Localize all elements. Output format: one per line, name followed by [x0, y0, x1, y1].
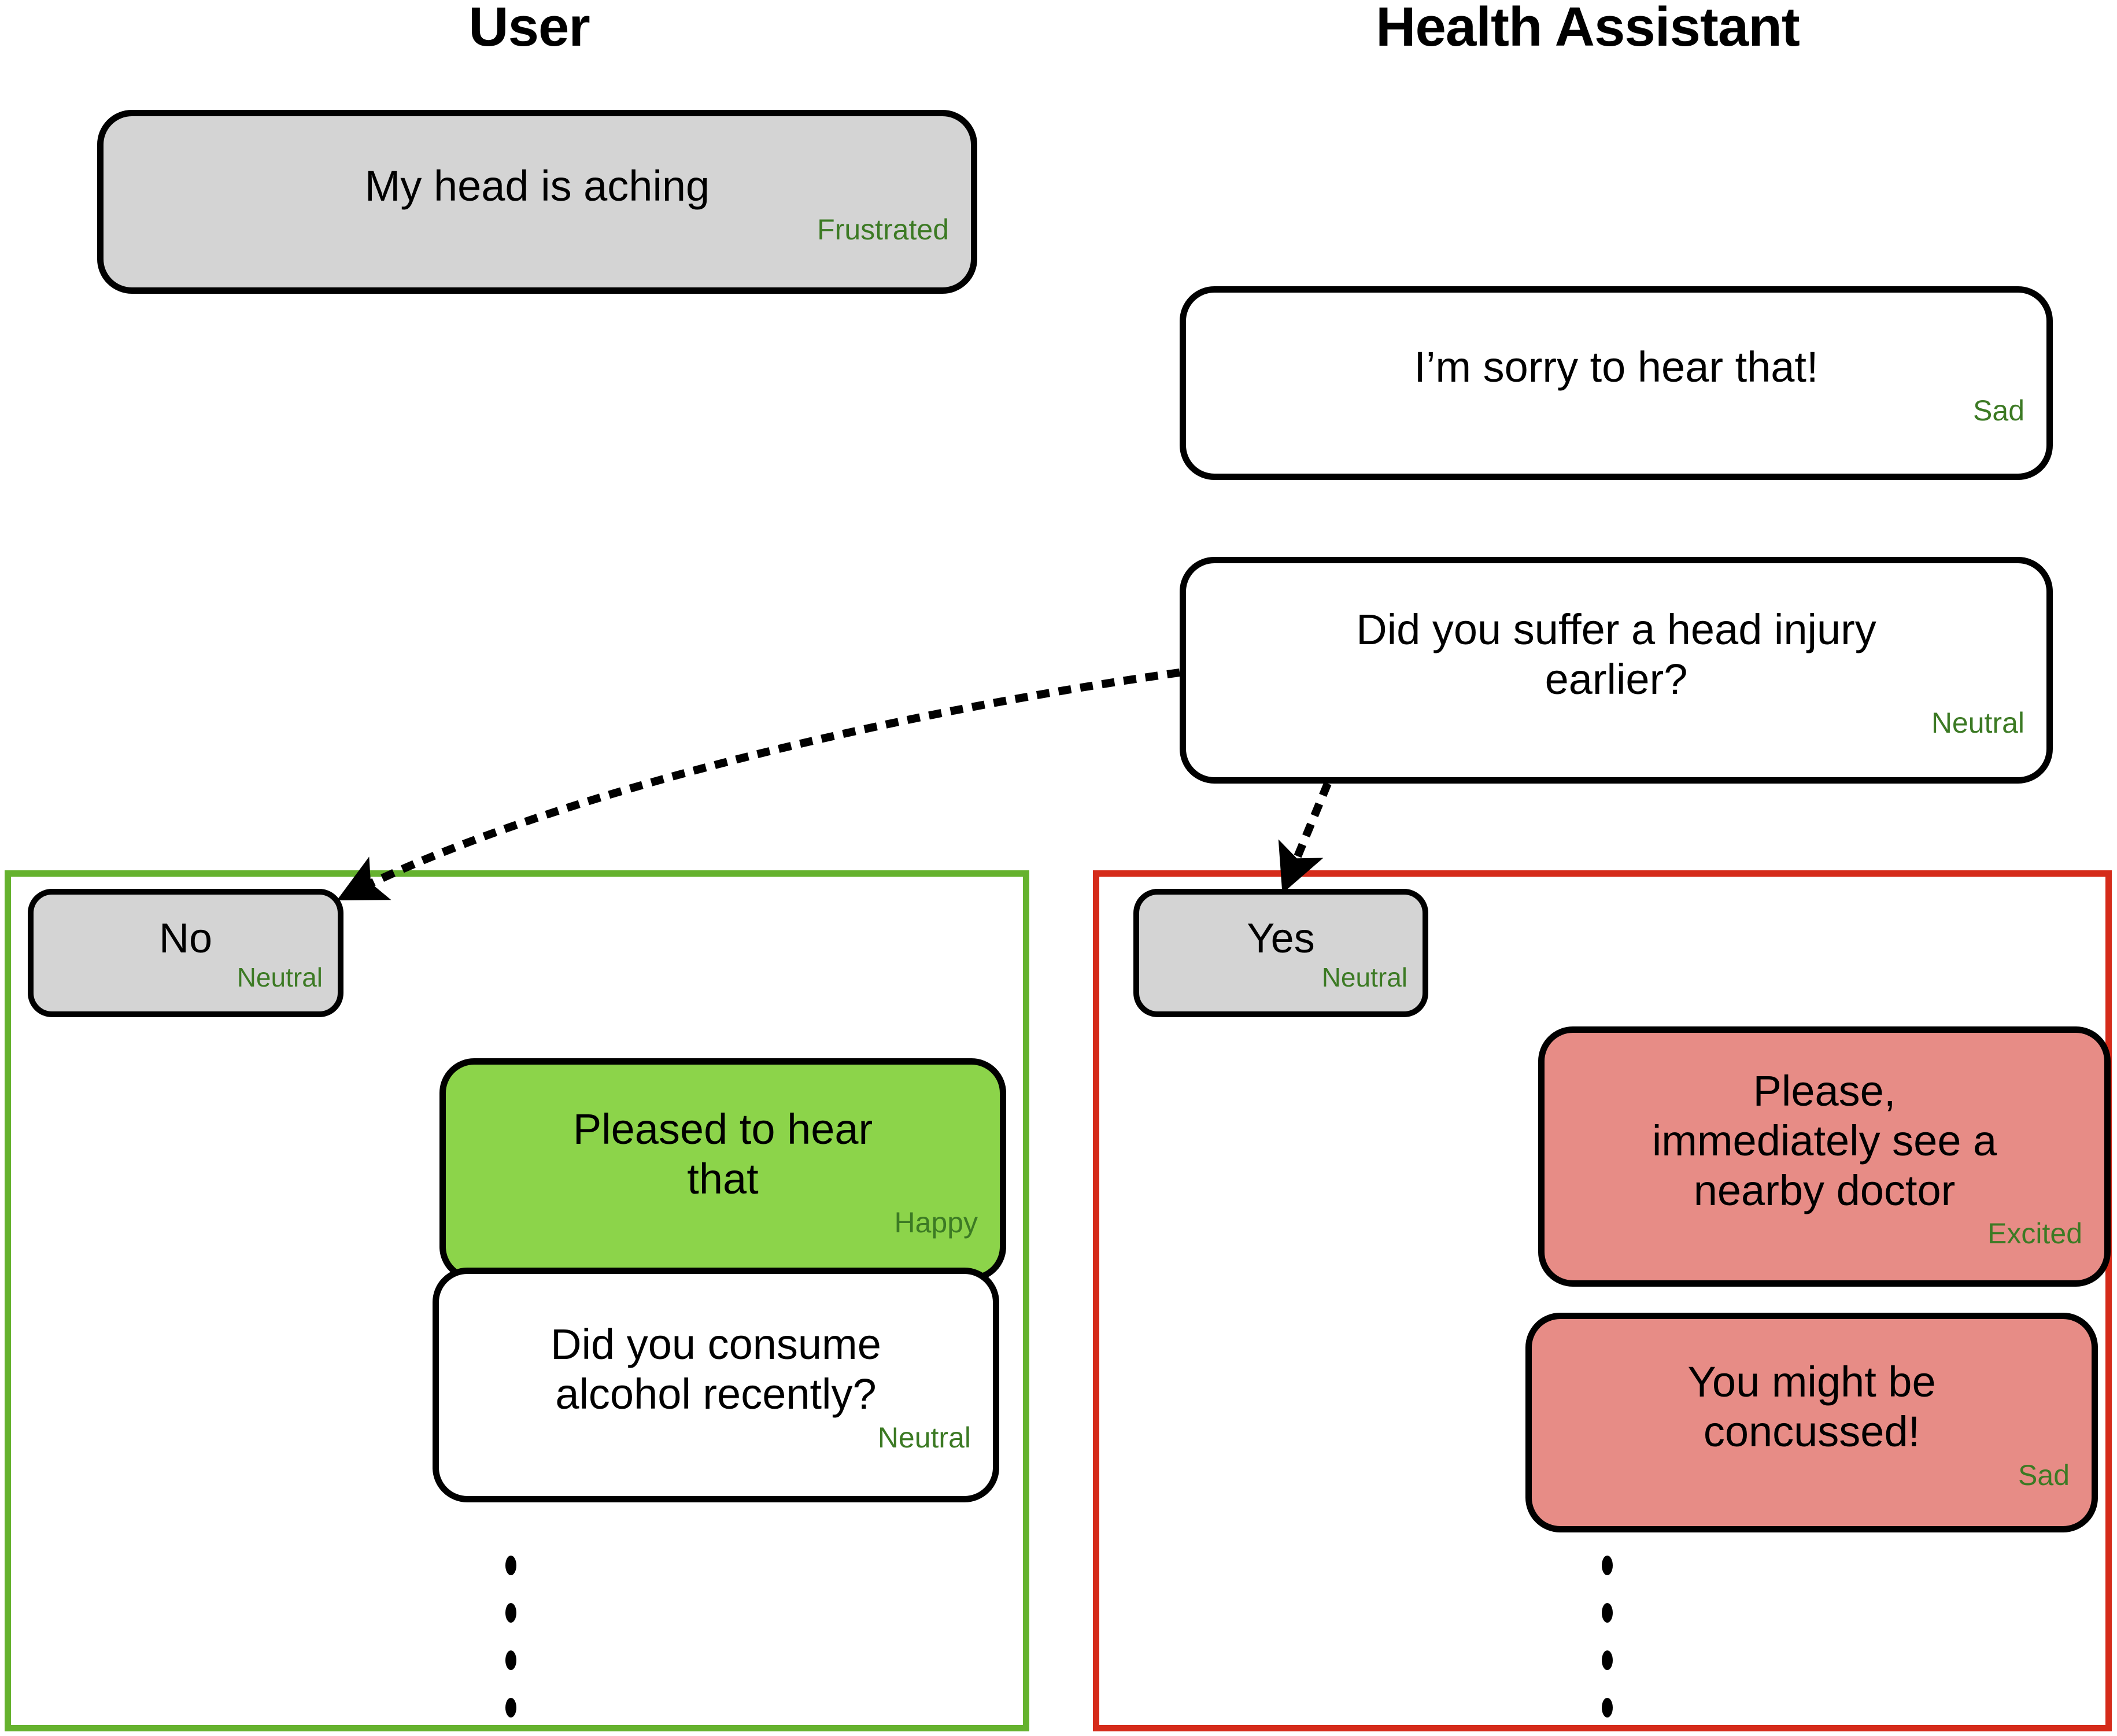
emotion-label: Frustrated: [817, 213, 949, 246]
bubble-text: Please, immediately see a nearby doctor: [1652, 1067, 1997, 1214]
emotion-label: Neutral: [237, 962, 323, 992]
bubble-text: No: [158, 915, 213, 962]
bubble-text: I’m sorry to hear that!: [1414, 343, 1819, 391]
emotion-label: Happy: [894, 1206, 978, 1239]
bubble-assistant-apology[interactable]: I’m sorry to hear that! Sad: [1180, 286, 2053, 480]
ellipsis-dot: [1602, 1556, 1613, 1575]
ellipsis-dot: [505, 1556, 516, 1575]
column-header-health-assistant: Health Assistant: [1376, 0, 1800, 58]
emotion-label: Neutral: [1931, 706, 2024, 739]
emotion-label: Sad: [1973, 394, 2024, 427]
branch-frame-yes: [1093, 870, 2112, 1731]
ellipsis-dot: [1602, 1650, 1613, 1670]
bubble-text: Did you consume alcohol recently?: [551, 1320, 881, 1418]
emotion-label: Excited: [1987, 1217, 2082, 1250]
bubble-text: Pleased to hear that: [572, 1105, 873, 1203]
arrow-to-no-branch: [337, 668, 1180, 900]
bubble-text: You might be concussed!: [1687, 1357, 1936, 1456]
bubble-text: My head is aching: [364, 161, 710, 210]
bubble-assistant-see-doctor[interactable]: Please, immediately see a nearby doctor …: [1538, 1026, 2111, 1287]
bubble-text: Yes: [1247, 915, 1315, 962]
bubble-user-opening[interactable]: My head is aching Frustrated: [97, 110, 977, 294]
bubble-assistant-head-injury-question[interactable]: Did you suffer a head injury earlier? Ne…: [1180, 557, 2053, 784]
bubble-assistant-pleased-to-hear[interactable]: Pleased to hear that Happy: [439, 1058, 1006, 1281]
bubble-user-answer-yes[interactable]: Yes Neutral: [1133, 889, 1428, 1017]
bubble-user-answer-no[interactable]: No Neutral: [28, 889, 343, 1017]
column-header-user: User: [468, 0, 590, 58]
emotion-label: Neutral: [877, 1421, 971, 1454]
ellipsis-dot: [505, 1698, 516, 1717]
arrow-to-yes-branch: [1278, 782, 1332, 894]
bubble-assistant-alcohol-question[interactable]: Did you consume alcohol recently? Neutra…: [433, 1268, 999, 1502]
emotion-label: Sad: [2018, 1458, 2070, 1491]
ellipsis-dot: [505, 1603, 516, 1623]
continuation-dots-no-branch: [505, 1556, 516, 1717]
bubble-assistant-concussion-warning[interactable]: You might be concussed! Sad: [1525, 1313, 2098, 1532]
ellipsis-dot: [1602, 1698, 1613, 1717]
ellipsis-dot: [1602, 1603, 1613, 1623]
bubble-text: Did you suffer a head injury earlier?: [1356, 605, 1876, 703]
continuation-dots-yes-branch: [1602, 1556, 1613, 1717]
emotion-label: Neutral: [1321, 962, 1407, 992]
ellipsis-dot: [505, 1650, 516, 1670]
